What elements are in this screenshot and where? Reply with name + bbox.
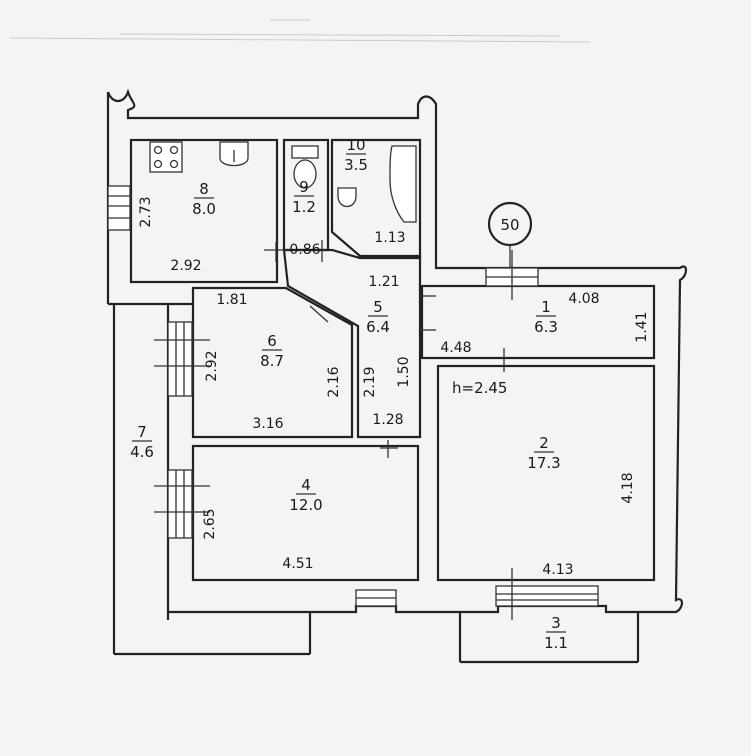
room-6: 68.7: [260, 332, 284, 370]
room-number: 8: [199, 180, 209, 198]
dimension-label: 4.13: [542, 562, 573, 578]
dimension-label: 2.65: [202, 508, 218, 539]
room-number: 1: [541, 298, 551, 316]
room-7: 74.6: [130, 423, 154, 461]
room-area: 6.3: [534, 318, 558, 336]
dimension-label: 2.92: [204, 350, 220, 381]
room-area: 17.3: [527, 454, 560, 472]
axis-marker-label: 50: [500, 216, 519, 234]
dimension-label: 1.50: [396, 356, 412, 387]
room-number: 10: [346, 136, 365, 154]
room-4: 412.0: [289, 476, 322, 514]
dimension-labels: 2.732.920.861.131.214.081.411.812.922.16…: [138, 196, 650, 578]
room-1: 16.3: [534, 298, 558, 336]
room-area: 8.0: [192, 200, 216, 218]
dimension-label: 3.16: [252, 416, 283, 432]
doors: [264, 240, 513, 458]
room-number: 6: [267, 332, 277, 350]
stove-icon: [149, 141, 183, 173]
dimension-label: 4.48: [440, 340, 471, 356]
room-labels: 88.091.2103.556.416.368.774.6412.0217.33…: [130, 136, 568, 652]
room-number: 4: [301, 476, 311, 494]
outer-walls: [106, 88, 688, 664]
room-2: 217.3: [527, 434, 560, 472]
dimension-label: 2.19: [362, 366, 378, 397]
room-number: 3: [551, 614, 561, 632]
bathroom-sink-icon: [337, 187, 357, 208]
dimension-label: 4.51: [282, 556, 313, 572]
dimension-label: 2.92: [170, 258, 201, 274]
dimension-label: 1.13: [374, 230, 405, 246]
bathtub-icon: [389, 145, 417, 223]
dimension-label: 1.41: [634, 311, 650, 342]
room-area: 8.7: [260, 352, 284, 370]
room-number: 9: [299, 178, 309, 196]
dimension-label: 1.21: [368, 274, 399, 290]
axis-marker-50: [487, 201, 533, 268]
room-area: 6.4: [366, 318, 390, 336]
windows: [107, 185, 599, 620]
room-number: 7: [137, 423, 147, 441]
dimension-label: 2.73: [138, 196, 154, 227]
room-8: 88.0: [192, 180, 216, 218]
dimension-label: 4.18: [620, 472, 636, 503]
room-number: 2: [539, 434, 549, 452]
room-3: 31.1: [544, 614, 568, 652]
toilet-icon: [291, 145, 319, 189]
dimension-label: 2.16: [326, 366, 342, 397]
room-5: 56.4: [366, 298, 390, 336]
room-area: 4.6: [130, 443, 154, 461]
ceiling-height: h=2.45: [452, 379, 507, 397]
dimension-label: 1.28: [372, 412, 403, 428]
room-number: 5: [373, 298, 383, 316]
dimension-label: 0.86: [289, 242, 320, 258]
dimension-label: 1.81: [216, 292, 247, 308]
room-area: 1.2: [292, 198, 316, 216]
room-10: 103.5: [344, 136, 368, 174]
room-area: 1.1: [544, 634, 568, 652]
faded-header-text: [9, 19, 591, 43]
dimension-label: 4.08: [568, 291, 599, 307]
room-9: 91.2: [292, 178, 316, 216]
sink-icon: [219, 141, 249, 167]
room-area: 12.0: [289, 496, 322, 514]
room-area: 3.5: [344, 156, 368, 174]
